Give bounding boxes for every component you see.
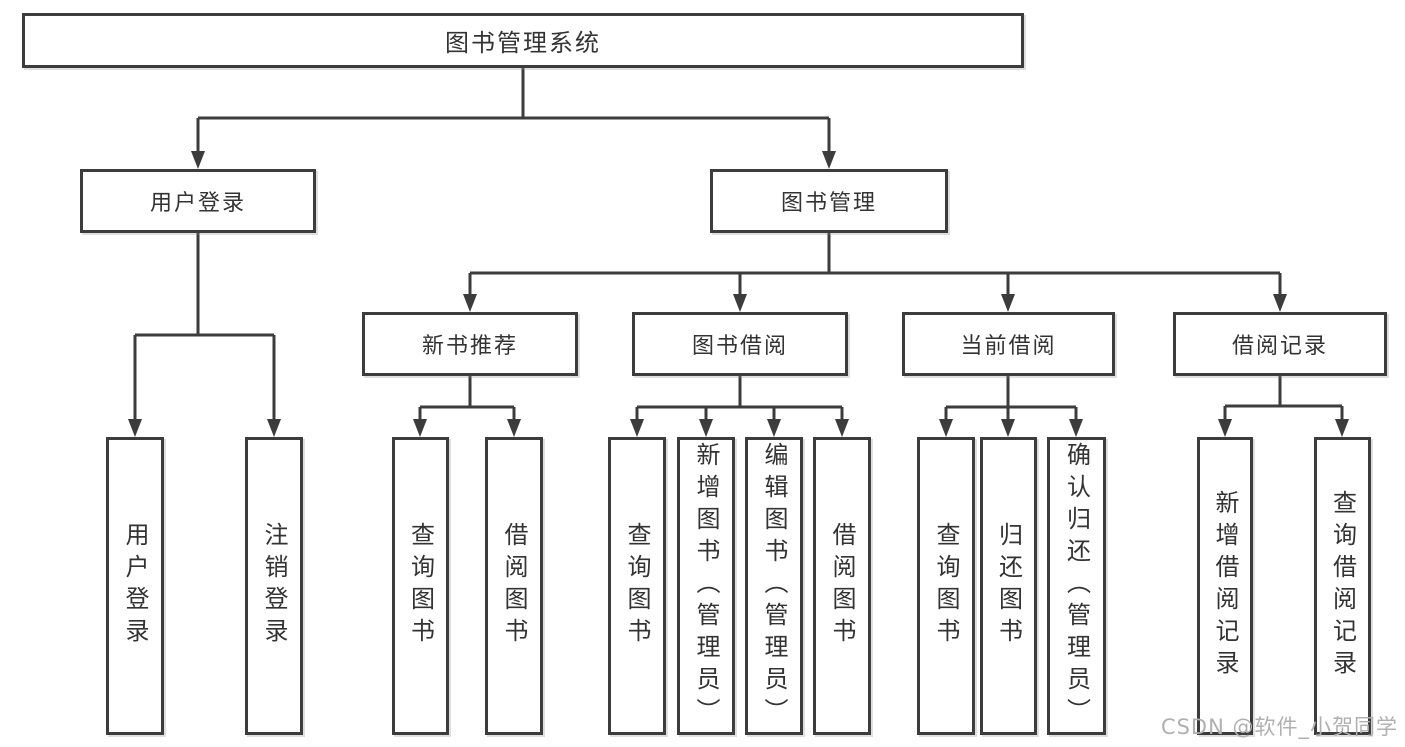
- node-user-login: 用户登录: [80, 169, 316, 233]
- node-book-borrowing: 图书借阅: [632, 312, 848, 376]
- leaf-logout: 注销登录: [245, 437, 303, 735]
- leaf-borrow-books-recommend: 借阅图书: [485, 437, 543, 735]
- leaf-add-borrow-record: 新增借阅记录: [1197, 437, 1253, 735]
- leaf-query-books-current: 查询图书: [917, 437, 975, 735]
- leaf-query-borrow-record: 查询借阅记录: [1314, 437, 1371, 735]
- leaf-query-books-borrowing: 查询图书: [608, 437, 666, 735]
- node-book-management: 图书管理: [710, 169, 948, 233]
- leaf-borrow-books-borrowing: 借阅图书: [813, 437, 871, 735]
- arrowheads: [128, 151, 1349, 437]
- leaf-add-book-admin: 新增图书（管理员）: [677, 437, 735, 735]
- csdn-watermark: CSDN @软件_小贺同学: [1160, 715, 1398, 739]
- leaf-return-books: 归还图书: [980, 437, 1037, 735]
- node-current-borrowing: 当前借阅: [902, 312, 1115, 376]
- node-borrowing-records: 借阅记录: [1173, 312, 1387, 376]
- leaf-confirm-return-admin: 确认归还（管理员）: [1047, 437, 1106, 735]
- node-library-system: 图书管理系统: [22, 13, 1024, 68]
- leaf-edit-book-admin: 编辑图书（管理员）: [745, 437, 803, 735]
- leaf-user-login: 用户登录: [106, 437, 164, 735]
- node-new-book-recommend: 新书推荐: [362, 312, 578, 376]
- leaf-query-books-recommend: 查询图书: [392, 437, 449, 735]
